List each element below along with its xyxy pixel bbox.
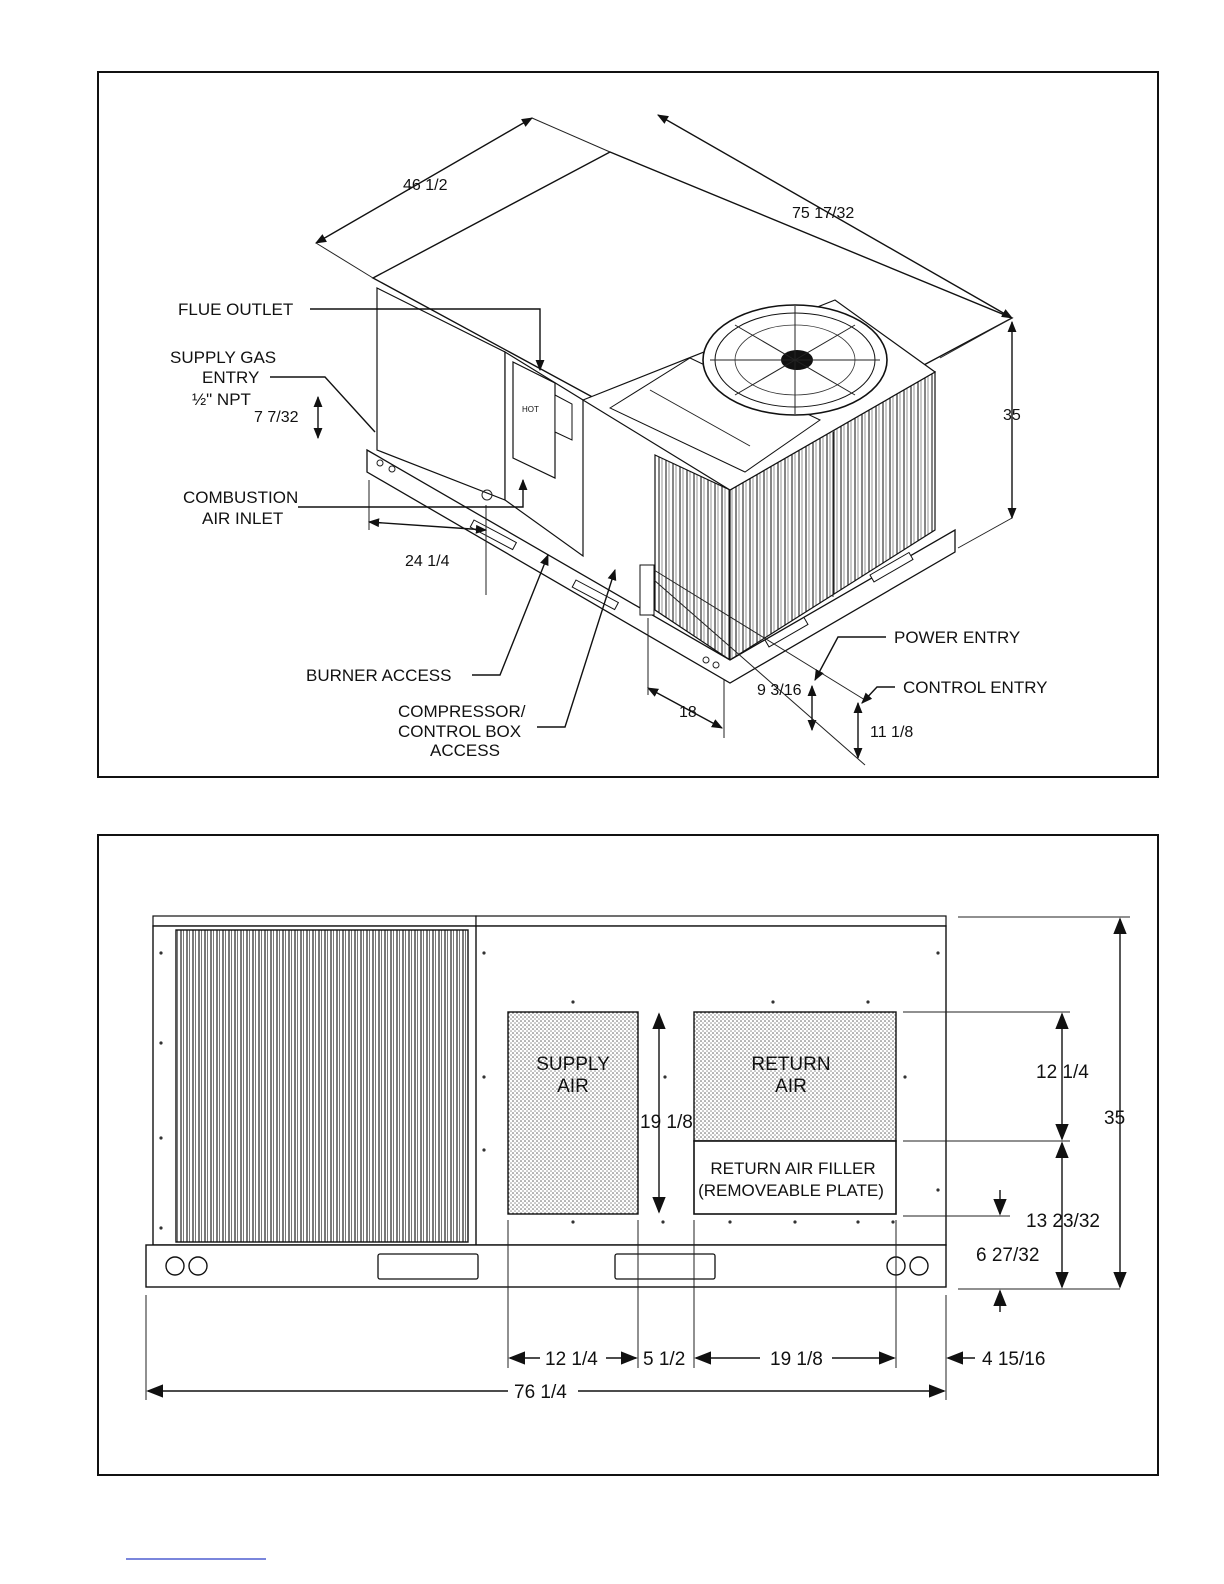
fork-slot [614, 1253, 716, 1280]
dim-base-height-label: 6 27/32 [976, 1245, 1039, 1266]
supply-air-label-2: AIR [557, 1076, 589, 1097]
dim-opening-height-label: 19 1/8 [640, 1112, 693, 1133]
dim-combustion-label: 24 1/4 [405, 553, 450, 570]
fork-slot [377, 1253, 479, 1280]
front-unit-drawing [145, 915, 947, 1288]
dim-18-label: 18 [679, 704, 697, 721]
return-air-filler-plate [693, 1140, 897, 1215]
top-rail-left [152, 915, 477, 927]
dim-supply-width-label: 12 1/4 [545, 1349, 598, 1370]
flue-outlet-label: FLUE OUTLET [178, 300, 293, 319]
isometric-frame [97, 71, 1159, 778]
rail-hole [702, 656, 710, 664]
power-entry-label: POWER ENTRY [894, 628, 1020, 647]
compressor-label-3: ACCESS [430, 741, 500, 760]
compressor-access-leader [537, 568, 617, 728]
power-entry-leader [814, 636, 886, 681]
filler-label-1: RETURN AIR FILLER [710, 1159, 875, 1178]
flue-box [512, 361, 556, 479]
unit-base [145, 1244, 947, 1288]
dim-line-combustion [367, 518, 488, 534]
supply-gas-label-3: ½" NPT [192, 390, 251, 409]
dim-gas-height-label: 7 7/32 [254, 409, 299, 426]
top-panel-louver [649, 389, 751, 447]
extension-line [315, 242, 374, 279]
dim-power-label: 9 3/16 [757, 682, 802, 699]
flue-hood [554, 394, 573, 441]
dim-total-width-label: 76 1/4 [514, 1382, 567, 1403]
control-entry-leader [861, 686, 895, 704]
dim-line-18 [647, 687, 723, 729]
top-rail-right [475, 915, 947, 927]
isometric-unit-drawing: HOT [366, 151, 1014, 684]
dim-height-label: 35 [1003, 407, 1021, 424]
isometric-dimensions [313, 114, 1017, 766]
front-labels: SUPPLY AIR RETURN AIR RETURN AIR FILLER … [514, 1054, 1125, 1403]
return-air-label-2: AIR [775, 1076, 807, 1097]
return-air-label-1: RETURN [751, 1054, 830, 1075]
combustion-label-1: COMBUSTION [183, 488, 298, 507]
dim-right-offset-label: 4 15/16 [982, 1349, 1045, 1370]
burner-access-label: BURNER ACCESS [306, 666, 451, 685]
dim-length-label: 75 17/32 [792, 205, 854, 222]
base-hole [165, 1256, 185, 1276]
rail-hole [712, 661, 720, 669]
fan-spoke [734, 324, 856, 396]
condenser-top-panel [608, 357, 821, 473]
isometric-leaders [270, 308, 895, 728]
control-entry-label: CONTROL ENTRY [903, 678, 1048, 697]
return-air-opening [693, 1011, 897, 1142]
base-hole [188, 1256, 208, 1276]
dim-filler-height-label: 13 23/32 [1026, 1211, 1100, 1232]
dim-line-length [657, 114, 1013, 319]
base-hole [909, 1256, 929, 1276]
supply-gas-label-1: SUPPLY GAS [170, 348, 276, 367]
dim-depth-label: 46 1/2 [403, 177, 448, 194]
flue-outlet-leader [310, 308, 545, 372]
front-dimensions [145, 916, 1130, 1400]
fork-slot [571, 579, 620, 611]
filler-label-2: (REMOVEABLE PLATE) [698, 1181, 884, 1200]
combustion-inlet-port [481, 489, 493, 501]
extension-line [939, 317, 1013, 359]
rail-hole [376, 459, 384, 467]
supply-gas-leader [270, 376, 376, 433]
extension-line [653, 579, 866, 766]
condenser-coil [175, 929, 469, 1243]
fork-slot [764, 616, 809, 648]
combustion-leader [298, 478, 528, 508]
extension-line [957, 517, 1013, 549]
dim-control-label: 11 1/8 [870, 724, 913, 741]
supply-air-opening [507, 1011, 639, 1215]
fork-slot [869, 551, 914, 583]
isometric-labels: 46 1/2 75 17/32 35 FLUE OUTLET SUPPLY GA… [170, 177, 1048, 760]
front-view-frame [97, 834, 1159, 1476]
supply-gas-label-2: ENTRY [202, 368, 259, 387]
combustion-label-2: AIR INLET [202, 509, 283, 528]
extension-line [531, 117, 611, 153]
dim-total-height-label: 35 [1104, 1108, 1125, 1129]
entry-post [639, 564, 655, 616]
extension-line [653, 569, 866, 701]
rail-hole [388, 465, 396, 473]
dim-line-depth [315, 117, 533, 244]
flue-panel-tag: HOT [522, 405, 539, 414]
compressor-label-2: CONTROL BOX [398, 722, 521, 741]
dim-gap-label: 5 1/2 [643, 1349, 685, 1370]
isometric-view-panel: HOT [97, 71, 1159, 778]
supply-air-label-1: SUPPLY [536, 1054, 610, 1075]
burner-access-leader [472, 553, 549, 676]
compressor-label-1: COMPRESSOR/ [398, 702, 526, 721]
dim-return-height-label: 12 1/4 [1036, 1062, 1089, 1083]
front-view-panel: SUPPLY AIR RETURN AIR RETURN AIR FILLER … [97, 834, 1159, 1476]
dim-return-width-label: 19 1/8 [770, 1349, 823, 1370]
